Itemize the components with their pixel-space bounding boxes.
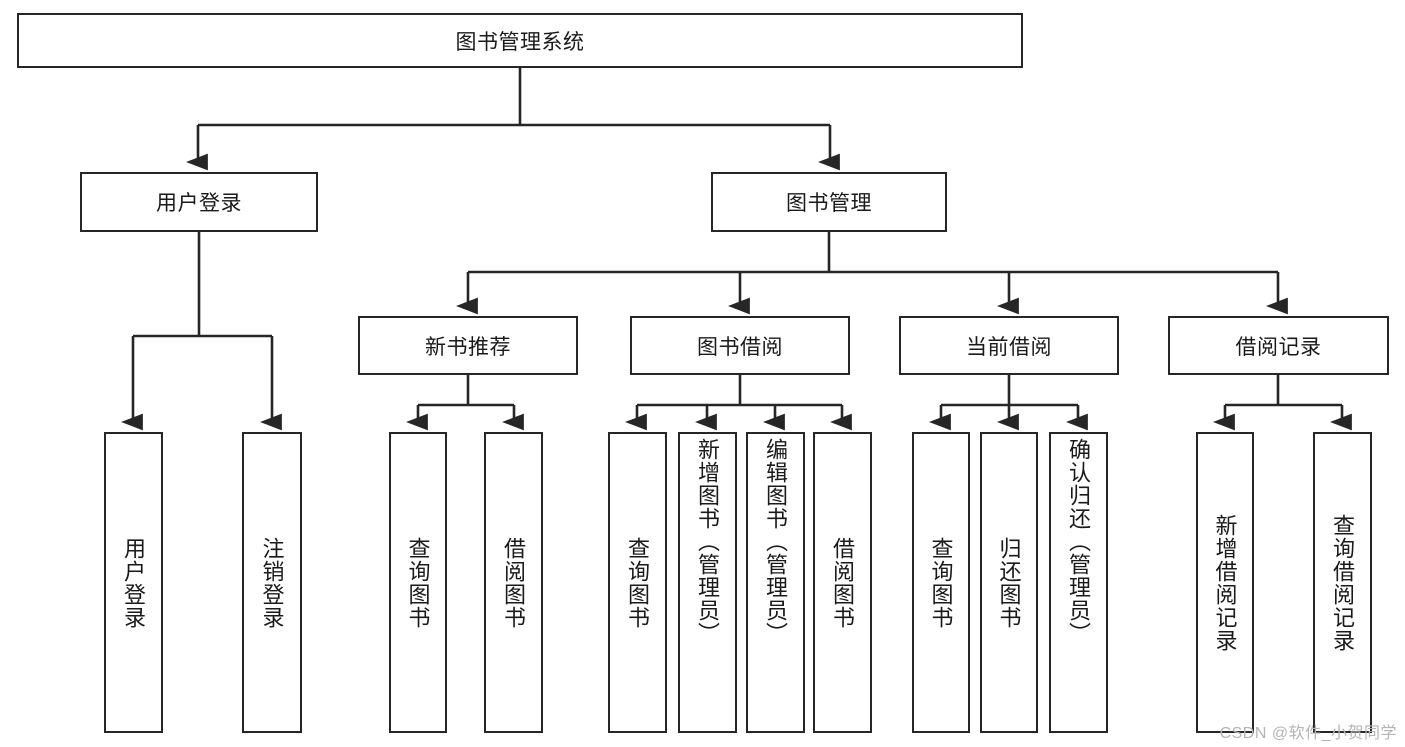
node-leaf-borrow-book-recommend-label: 借阅图书 (501, 536, 527, 629)
node-leaf-add-book-admin[interactable]: 新增图书（管理员） (678, 432, 737, 733)
node-leaf-return-book[interactable]: 归还图书 (980, 432, 1038, 733)
node-leaf-query-book-borrow[interactable]: 查询图书 (608, 432, 667, 733)
node-current-borrow-label: 当前借阅 (966, 335, 1052, 359)
node-leaf-query-borrow-record-label: 查询借阅记录 (1330, 513, 1356, 652)
node-leaf-edit-book-admin-label: 编辑图书（管理员） (763, 438, 789, 645)
node-new-book-recommend[interactable]: 新书推荐 (358, 316, 578, 375)
node-book-management-label: 图书管理 (786, 192, 872, 215)
node-borrow-record[interactable]: 借阅记录 (1168, 316, 1389, 375)
node-leaf-user-login[interactable]: 用户登录 (104, 432, 163, 733)
node-user-login-label: 用户登录 (156, 192, 242, 215)
node-current-borrow[interactable]: 当前借阅 (899, 316, 1119, 375)
node-book-borrow-label: 图书借阅 (697, 335, 783, 359)
node-user-login[interactable]: 用户登录 (80, 172, 318, 232)
node-leaf-edit-book-admin[interactable]: 编辑图书（管理员） (746, 432, 805, 733)
node-leaf-add-borrow-record-label: 新增借阅记录 (1212, 513, 1238, 652)
node-leaf-return-book-label: 归还图书 (996, 536, 1022, 629)
node-root-system[interactable]: 图书管理系统 (17, 13, 1023, 68)
node-leaf-logout[interactable]: 注销登录 (242, 432, 302, 733)
node-leaf-query-book-borrow-label: 查询图书 (625, 536, 651, 629)
node-leaf-user-login-label: 用户登录 (121, 536, 147, 629)
node-leaf-add-book-admin-label: 新增图书（管理员） (695, 438, 721, 645)
node-leaf-borrow-book-recommend[interactable]: 借阅图书 (484, 432, 543, 733)
node-leaf-query-borrow-record[interactable]: 查询借阅记录 (1313, 432, 1372, 733)
node-leaf-borrow-book[interactable]: 借阅图书 (813, 432, 872, 733)
node-root-system-label: 图书管理系统 (455, 30, 585, 54)
node-book-borrow[interactable]: 图书借阅 (630, 316, 850, 375)
node-leaf-query-book-recommend-label: 查询图书 (405, 536, 431, 629)
node-borrow-record-label: 借阅记录 (1235, 335, 1322, 359)
node-new-book-recommend-label: 新书推荐 (425, 335, 511, 359)
node-leaf-logout-label: 注销登录 (259, 536, 285, 629)
node-leaf-query-book-current-label: 查询图书 (928, 536, 954, 629)
csdn-watermark: CSDN @软件_小贺同学 (1219, 725, 1397, 742)
node-leaf-add-borrow-record[interactable]: 新增借阅记录 (1196, 432, 1254, 733)
node-leaf-confirm-return-admin-label: 确认归还（管理员） (1066, 438, 1092, 645)
node-leaf-query-book-current[interactable]: 查询图书 (912, 432, 970, 733)
node-book-management[interactable]: 图书管理 (711, 172, 947, 232)
node-leaf-borrow-book-label: 借阅图书 (830, 536, 856, 629)
node-leaf-confirm-return-admin[interactable]: 确认归还（管理员） (1049, 432, 1108, 733)
node-leaf-query-book-recommend[interactable]: 查询图书 (389, 432, 447, 733)
